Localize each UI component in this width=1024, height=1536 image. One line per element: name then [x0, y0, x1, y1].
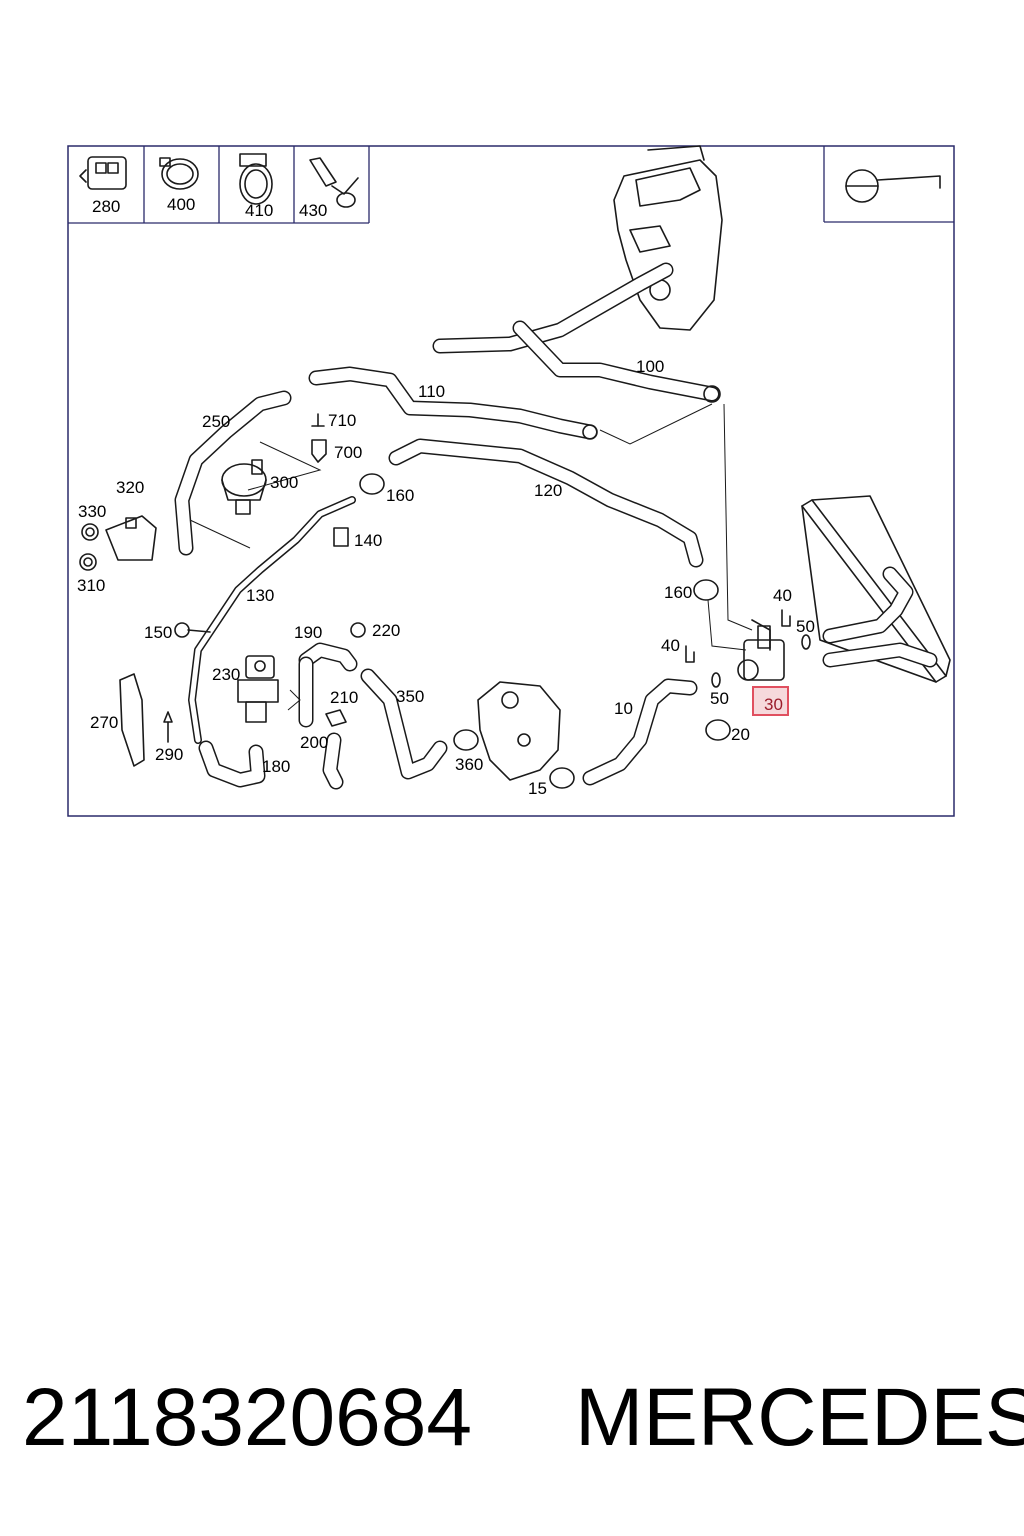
- inset-label-400: 400: [167, 195, 195, 214]
- callout-150[interactable]: 150: [144, 623, 172, 642]
- callout-350[interactable]: 350: [396, 687, 424, 706]
- oring-50-right: [801, 634, 811, 650]
- oring-50-left: [711, 672, 721, 688]
- nut-310: [79, 553, 97, 571]
- callout-50-left[interactable]: 50: [710, 689, 729, 708]
- nut-330: [81, 523, 99, 541]
- callout-700[interactable]: 700: [334, 443, 362, 462]
- callout-120[interactable]: 120: [534, 481, 562, 500]
- callout-320[interactable]: 320: [116, 478, 144, 497]
- valve-230: [237, 655, 279, 723]
- callout-200[interactable]: 200: [300, 733, 328, 752]
- callout-190[interactable]: 190: [294, 623, 322, 642]
- sensor-700-710: [311, 413, 327, 463]
- highlight-box: [752, 686, 789, 716]
- pump-300: [221, 459, 267, 515]
- callout-30[interactable]: 30: [764, 695, 783, 714]
- diagram-frame: [67, 145, 955, 817]
- clamp-160-top: [359, 473, 385, 495]
- callout-40-right[interactable]: 40: [773, 586, 792, 605]
- inset-part-280[interactable]: 280: [79, 156, 127, 216]
- callout-270[interactable]: 270: [90, 713, 118, 732]
- hose-120: [388, 438, 704, 568]
- callout-290[interactable]: 290: [155, 745, 183, 764]
- callout-300[interactable]: 300: [270, 473, 298, 492]
- callout-220[interactable]: 220: [372, 621, 400, 640]
- hose-250: [174, 390, 292, 556]
- clip-40-right: [781, 609, 791, 627]
- callout-110[interactable]: 110: [418, 382, 445, 401]
- hose-10: [582, 678, 698, 786]
- bracket-270: [119, 673, 145, 767]
- callout-330[interactable]: 330: [78, 502, 106, 521]
- expansion-tank: [613, 145, 723, 331]
- valve-assembly-30: [737, 619, 785, 681]
- hose-180: [198, 740, 266, 788]
- clamp-15: [549, 767, 575, 789]
- hose-110: [308, 366, 598, 440]
- clip-40-left: [685, 645, 695, 663]
- inset-label-280: 280: [92, 197, 120, 216]
- callout-230[interactable]: 230: [212, 665, 240, 684]
- steering-wheel-icon: [845, 169, 941, 203]
- callout-10[interactable]: 10: [614, 699, 633, 718]
- callout-100[interactable]: 100: [636, 357, 664, 376]
- clamp-360: [453, 729, 479, 751]
- inset-label-410: 410: [245, 201, 273, 220]
- callout-30-highlight[interactable]: 30: [752, 686, 789, 716]
- clip-140: [333, 527, 349, 547]
- callout-160-top[interactable]: 160: [386, 486, 414, 505]
- clip-220: [350, 622, 366, 638]
- heater-core: [801, 495, 951, 683]
- clamp-20: [705, 719, 731, 741]
- screw-290: [163, 711, 173, 743]
- callout-50-right[interactable]: 50: [796, 617, 815, 636]
- callout-130[interactable]: 130: [246, 586, 274, 605]
- hose-130: [188, 496, 356, 744]
- callout-360[interactable]: 360: [455, 755, 483, 774]
- callout-250[interactable]: 250: [202, 412, 230, 431]
- hose-350: [360, 668, 448, 780]
- callout-710[interactable]: 710: [328, 411, 356, 430]
- callout-310[interactable]: 310: [77, 576, 105, 595]
- part-number: 2118320684: [22, 1372, 472, 1463]
- clamp-160-right: [693, 579, 719, 601]
- screw-150: [174, 622, 211, 638]
- callout-20[interactable]: 20: [731, 725, 750, 744]
- callout-160-right[interactable]: 160: [664, 583, 692, 602]
- hose-200: [322, 732, 344, 790]
- hose-100: [432, 262, 721, 403]
- callout-40-left[interactable]: 40: [661, 636, 680, 655]
- callout-140[interactable]: 140: [354, 531, 382, 550]
- callout-180[interactable]: 180: [262, 757, 290, 776]
- callout-15[interactable]: 15: [528, 779, 547, 798]
- hose-190: [298, 642, 358, 728]
- brand-name: MERCEDES: [575, 1372, 1024, 1463]
- inset-part-430[interactable]: 430: [299, 157, 359, 220]
- water-pump: [477, 681, 561, 781]
- callout-210[interactable]: 210: [330, 688, 358, 707]
- bracket-320: [105, 515, 157, 561]
- inset-part-410[interactable]: 410: [239, 153, 273, 220]
- clip-210: [325, 709, 347, 727]
- inset-label-430: 430: [299, 201, 327, 220]
- inset-part-400[interactable]: 400: [159, 157, 199, 214]
